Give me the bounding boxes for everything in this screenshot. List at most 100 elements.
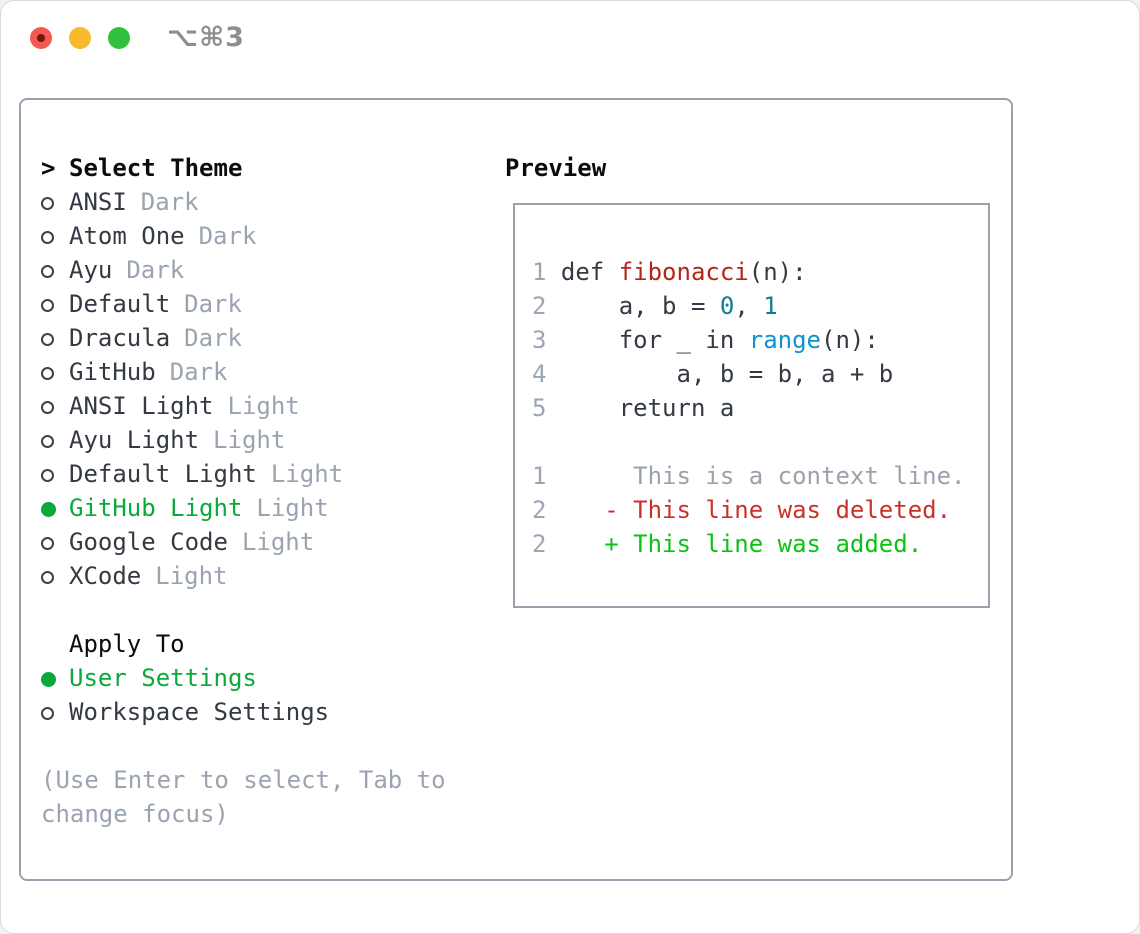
spacer	[41, 729, 471, 763]
theme-name: ANSI	[69, 188, 127, 216]
theme-variant: Dark	[169, 358, 228, 386]
code-token-builtin: range	[748, 326, 821, 354]
line-number: 3	[532, 326, 561, 354]
minimize-button[interactable]	[69, 27, 91, 49]
theme-name: ANSI Light	[69, 392, 214, 420]
apply-option-workspace-settings[interactable]: Workspace Settings	[41, 695, 471, 729]
radio-dot	[41, 298, 54, 312]
radio-unselected-icon	[41, 389, 69, 423]
code-line: 3 for _ in range(n):	[532, 323, 965, 357]
theme-variant: Dark	[184, 324, 242, 352]
code-line	[532, 425, 965, 459]
theme-option-atom-one[interactable]: Atom One Dark	[41, 219, 471, 253]
apply-option-user-settings[interactable]: User Settings	[41, 661, 471, 695]
code-token-code: (n):	[821, 326, 879, 354]
theme-name: Dracula	[69, 324, 171, 352]
code-line: 2 a, b = 0, 1	[532, 289, 965, 323]
theme-name: GitHub	[69, 358, 156, 386]
theme-option-ansi[interactable]: ANSI Dark	[41, 185, 471, 219]
radio-unselected-icon	[41, 321, 69, 355]
code-token-add: + This line was added.	[560, 530, 923, 558]
radio-unselected-icon	[41, 287, 69, 321]
theme-option-xcode[interactable]: XCode Light	[41, 559, 471, 593]
code-line: 5 return a	[532, 391, 965, 425]
radio-dot	[41, 501, 56, 517]
line-number: 1	[532, 462, 561, 490]
line-number: 4	[532, 360, 561, 388]
theme-variant: Light	[227, 392, 300, 420]
theme-option-github-light[interactable]: GitHub Light Light	[41, 491, 471, 525]
window-title: ⌥⌘3	[167, 22, 245, 53]
code-line: 1 def fibonacci(n):	[532, 255, 965, 289]
code-line: 2 - This line was deleted.	[532, 493, 965, 527]
code-token-code: return a	[560, 394, 735, 422]
code-line: 2 + This line was added.	[532, 527, 965, 561]
spacer	[41, 593, 471, 627]
theme-name: Ayu Light	[69, 426, 200, 454]
code-token-code: a, b = b, a + b	[560, 360, 894, 388]
code-token-code: def	[560, 258, 619, 286]
radio-dot	[41, 332, 54, 346]
radio-unselected-icon	[41, 219, 69, 253]
theme-name: GitHub Light	[69, 494, 243, 522]
prompt-cell: >	[41, 151, 69, 185]
theme-option-github[interactable]: GitHub Dark	[41, 355, 471, 389]
line-number: 2	[532, 496, 561, 524]
radio-dot	[41, 264, 54, 278]
recording-dot-icon	[37, 34, 45, 42]
code-line: 4 a, b = b, a + b	[532, 357, 965, 391]
theme-variant: Light	[256, 494, 329, 522]
line-number: 2	[532, 530, 561, 558]
select-theme-title: Select Theme	[69, 154, 243, 182]
radio-selected-icon	[41, 491, 69, 525]
select-theme-header: > Select Theme	[41, 151, 471, 185]
radio-unselected-icon	[41, 423, 69, 457]
close-button[interactable]	[30, 27, 52, 49]
code-token-func: fibonacci	[618, 258, 749, 286]
theme-option-dracula[interactable]: Dracula Dark	[41, 321, 471, 355]
radio-dot	[41, 434, 54, 448]
zoom-button[interactable]	[108, 27, 130, 49]
code-token-num: 0	[719, 292, 735, 320]
theme-name: Default	[69, 290, 171, 318]
radio-dot	[41, 468, 54, 482]
line-number: 5	[532, 394, 561, 422]
theme-variant: Light	[155, 562, 228, 590]
radio-unselected-icon	[41, 185, 69, 219]
theme-name: Atom One	[69, 222, 185, 250]
code-token-code: (n):	[748, 258, 807, 286]
theme-variant: Dark	[126, 256, 185, 284]
theme-variant: Dark	[140, 188, 199, 216]
theme-name: XCode	[69, 562, 142, 590]
radio-unselected-icon	[41, 253, 69, 287]
theme-name: Ayu	[69, 256, 113, 284]
radio-unselected-icon	[41, 355, 69, 389]
code-line: 1 This is a context line.	[532, 459, 965, 493]
radio-dot	[41, 196, 54, 210]
apply-to-header: Apply To	[41, 627, 471, 661]
theme-option-ayu[interactable]: Ayu Dark	[41, 253, 471, 287]
theme-variant: Dark	[198, 222, 257, 250]
radio-dot	[41, 400, 54, 414]
code-token-del: - This line was deleted.	[560, 496, 952, 524]
radio-unselected-icon	[41, 525, 69, 559]
code-token-code: ,	[734, 292, 764, 320]
keyboard-hint: (Use Enter to select, Tab to change focu…	[41, 766, 446, 828]
radio-unselected-icon	[41, 559, 69, 593]
theme-option-ansi-light[interactable]: ANSI Light Light	[41, 389, 471, 423]
empty-marker-cell	[41, 627, 69, 661]
radio-dot	[41, 671, 56, 687]
theme-variant: Light	[270, 460, 344, 488]
radio-dot	[41, 536, 54, 550]
code-token-ctx: This is a context line.	[560, 462, 966, 490]
prompt-caret-icon: >	[41, 154, 56, 182]
radio-dot	[41, 570, 54, 584]
